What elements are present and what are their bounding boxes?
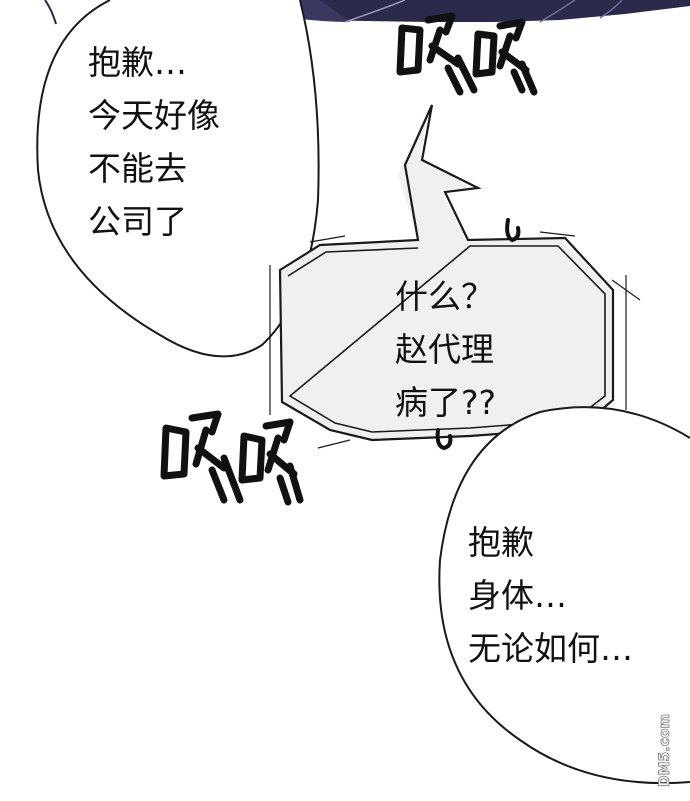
dm5-watermark-logo: DM5.com xyxy=(658,713,673,787)
bubble-2-line-2: 赵代理 xyxy=(395,330,494,369)
bubble-3-line-2: 身体… xyxy=(468,576,567,615)
bubble-1-line-1: 抱歉… xyxy=(88,43,187,82)
bubble-1-line-2: 今天好像 xyxy=(88,96,220,135)
phone-bubble-text: 什么？ 赵代理 病了?? xyxy=(395,270,496,429)
speech-bubble-1-text: 抱歉… 今天好像 不能去 公司了 xyxy=(88,36,220,248)
bubble-1-line-4: 公司了 xyxy=(88,202,187,241)
speech-bubble-3-text: 抱歉 身体… 无论如何… xyxy=(468,516,633,675)
bubble-2-line-3: 病了?? xyxy=(395,383,497,422)
bubble-2-line-1: 什么？ xyxy=(395,277,494,316)
svg-text:DM5.com: DM5.com xyxy=(658,714,673,787)
bubble-3-line-1: 抱歉 xyxy=(468,523,534,562)
bubble-1-line-3: 不能去 xyxy=(88,149,187,188)
phone-speech-bubble-shape xyxy=(269,104,641,451)
bubble-3-line-3: 无论如何… xyxy=(468,629,633,668)
speech-bubble-1-outline xyxy=(36,0,320,358)
speech-bubble-3-outline xyxy=(438,406,690,785)
cough-sound-effect-top xyxy=(396,12,538,96)
cough-sound-effect-bottom xyxy=(160,410,304,506)
